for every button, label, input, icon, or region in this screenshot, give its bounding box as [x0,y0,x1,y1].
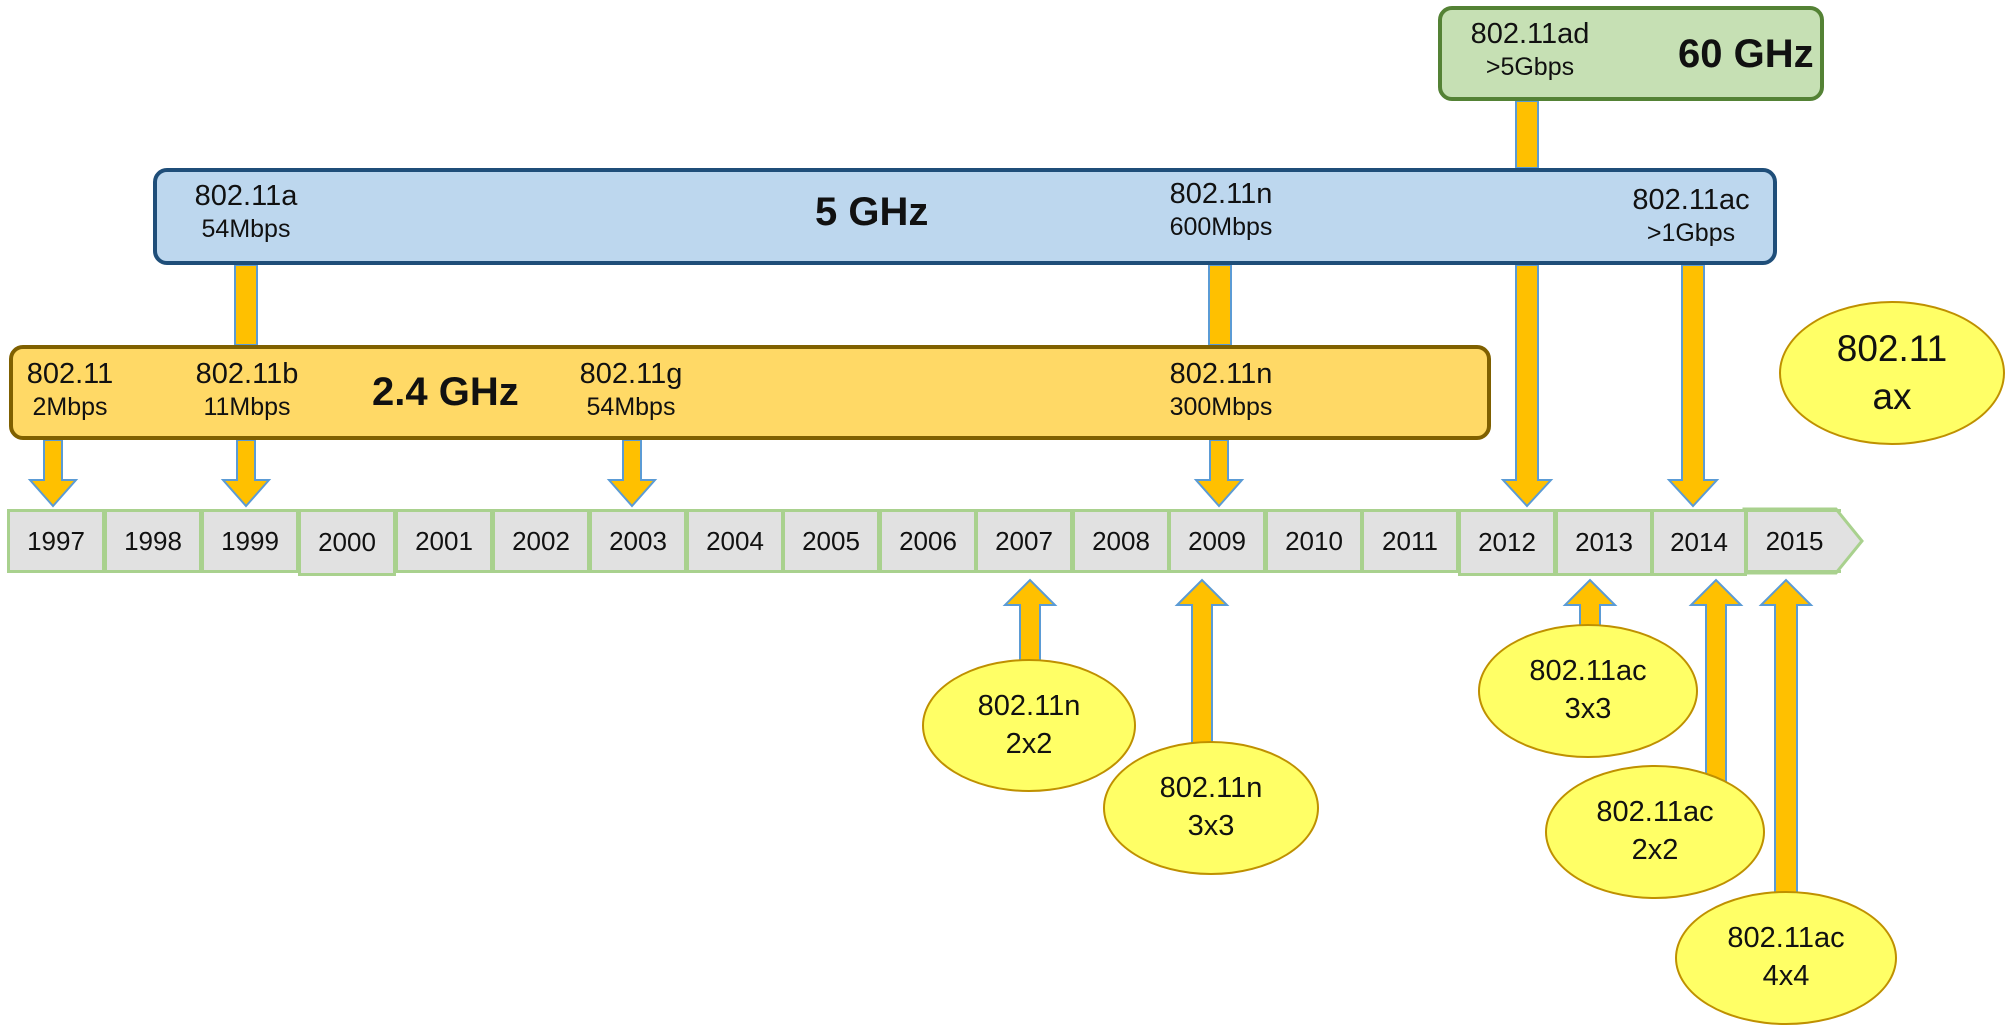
oval-line1: 802.11 [1836,327,1948,369]
standard-name: 802.11a [194,180,298,212]
oval-line1: 802.11n [977,689,1081,722]
oval-line1: 802.11ac [1529,655,1647,688]
oval-line1: 802.11ac [1727,922,1845,955]
timeline-year: 2000 [298,509,396,576]
standard-rate: 600Mbps [1169,213,1273,242]
standard-80211ad: 802.11ad >5Gbps [1455,16,1605,84]
standard-rate: 54Mbps [586,393,676,422]
arrow-ac3x3-to-2013 [1562,578,1618,628]
oval-80211ax: 802.11 ax [1779,301,2005,445]
timeline-year: 1997 [7,509,105,573]
timeline-year: 2008 [1072,509,1170,573]
standard-rate: 54Mbps [201,215,291,244]
oval-line2: 3x3 [1564,693,1612,725]
oval-line2: 2x2 [1631,834,1679,866]
connector-80211n-5ghz [1208,264,1232,346]
timeline-year: 2003 [589,509,687,573]
band-24ghz-label: 2.4 GHz [372,370,519,414]
arrow-80211n-to-2009 [1193,439,1245,508]
arrow-80211ac-to-2014 [1666,264,1720,508]
oval-80211ac-3x3: 802.11ac 3x3 [1478,624,1698,758]
standard-name: 802.11b [195,358,299,390]
standard-rate: 11Mbps [203,393,291,422]
timeline-year: 1998 [104,509,202,573]
arrow-80211ad-to-2012 [1500,264,1554,508]
band-24ghz [9,345,1491,440]
band-5ghz-label: 5 GHz [815,190,929,234]
timeline-year: 2010 [1265,509,1363,573]
timeline-year: 2007 [975,509,1073,573]
arrow-n2x2-to-2007 [1002,578,1058,665]
connector-80211a [234,264,258,346]
band-60ghz [1438,6,1824,101]
standard-80211a: 802.11a 54Mbps [171,178,321,246]
standard-rate: 300Mbps [1169,393,1273,422]
oval-line1: 802.11n [1159,772,1263,805]
standard-name: 802.11n [1169,178,1273,210]
arrow-80211b-to-1999 [220,439,272,508]
timeline-year: 2011 [1361,509,1459,573]
timeline-year: 2013 [1555,509,1653,576]
standard-80211ac-5ghz: 802.11ac >1Gbps [1616,182,1766,250]
band-60ghz-label: 60 GHz [1678,32,1814,76]
arrow-80211-to-1997 [27,439,79,508]
oval-80211n-2x2: 802.11n 2x2 [922,659,1136,792]
standard-name: 802.11ac [1632,184,1750,216]
timeline-year: 2006 [879,509,977,573]
arrow-n3x3-to-2009 [1174,578,1230,746]
standard-rate: >1Gbps [1646,219,1736,248]
arrow-80211g-to-2003 [606,439,658,508]
standard-80211b: 802.11b 11Mbps [172,356,322,424]
oval-line2: 4x4 [1762,960,1810,992]
oval-line2: 3x3 [1187,810,1235,842]
oval-80211n-3x3: 802.11n 3x3 [1103,741,1319,875]
oval-line2: ax [1872,376,1912,417]
standard-80211n-5ghz: 802.11n 600Mbps [1146,176,1296,244]
timeline-year: 2015 [1745,509,1841,573]
timeline-year: 2002 [492,509,590,573]
standard-rate: >5Gbps [1485,53,1575,82]
oval-line1: 802.11ac [1596,796,1714,829]
oval-80211ac-2x2: 802.11ac 2x2 [1545,765,1765,899]
standard-rate: 2Mbps [32,393,108,422]
timeline-year: 2012 [1458,509,1556,576]
standard-80211g: 802.11g 54Mbps [556,356,706,424]
band-5ghz [153,168,1777,265]
timeline-year: 1999 [201,509,299,573]
timeline-year: 2001 [395,509,493,573]
timeline-year: 2004 [686,509,784,573]
oval-line2: 2x2 [1005,727,1053,760]
timeline-year: 2009 [1168,509,1266,573]
timeline-year: 2014 [1651,509,1747,576]
standard-name: 802.11g [579,358,683,390]
arrow-ac4x4-to-2015 [1758,578,1814,896]
oval-80211ac-4x4: 802.11ac 4x4 [1675,891,1897,1025]
timeline-year: 2005 [782,509,880,573]
standard-name: 802.11ad [1470,18,1590,50]
arrow-ac2x2-to-2014 [1688,578,1744,786]
connector-80211ad [1515,100,1539,169]
standard-name: 802.11n [1169,358,1273,390]
standard-80211n-24ghz: 802.11n 300Mbps [1141,356,1301,424]
standard-80211: 802.11 2Mbps [10,356,130,424]
standard-name: 802.11 [26,358,114,390]
